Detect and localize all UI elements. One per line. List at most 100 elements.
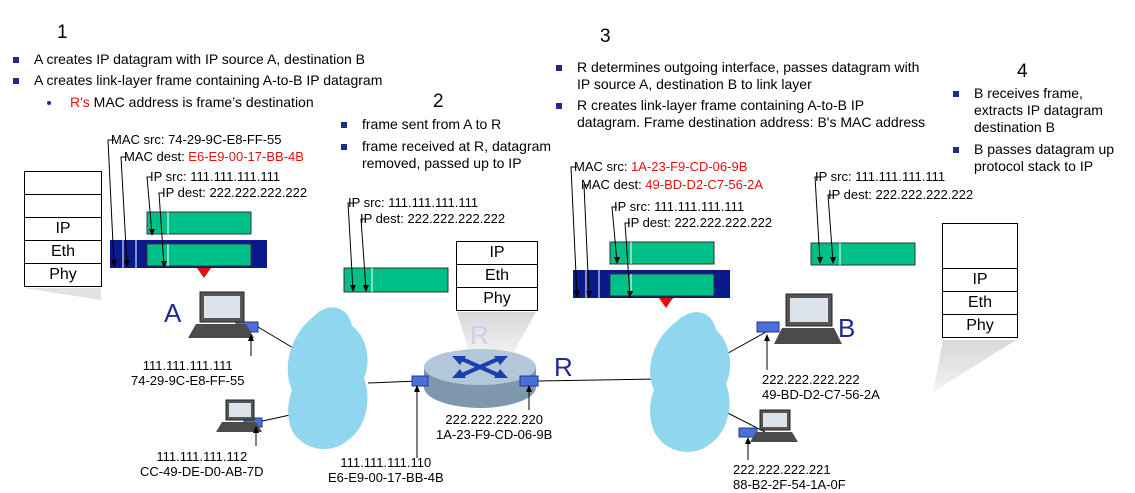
ip-address: 111.111.111.110 — [340, 455, 432, 470]
mac-address: 74-29-9C-E8-FF-55 — [131, 373, 245, 388]
stack-layer-eth: Eth — [25, 241, 101, 264]
ip-address: 222.222.222.221 — [733, 462, 831, 477]
protocol-stack-b: IP Eth Phy — [942, 223, 1018, 338]
step-3-bullet-1a: R determines outgoing interface, passes … — [577, 59, 920, 75]
computer-b — [774, 293, 842, 344]
router-ghost-label: R — [470, 320, 489, 350]
frame-4 — [810, 242, 916, 266]
step-3-bullet-2a: R creates link-layer frame containing A-… — [577, 97, 865, 113]
step-1-number: 1 — [57, 22, 68, 43]
protocol-stack-r: IP Eth Phy — [456, 241, 538, 311]
mac-src-label: MAC src: — [574, 159, 632, 174]
ip-address: 111.111.111.112 — [156, 449, 248, 464]
computer-a — [188, 291, 254, 338]
frame-4-ip-dest: IP dest: 222.222.222.222 — [828, 187, 974, 202]
frame-1-mac-dest: MAC dest: E6-E9-00-17-BB-4B — [124, 149, 304, 164]
sub-bullet-icon — [47, 101, 51, 105]
frame-1 — [110, 211, 267, 278]
stack-layer-transport — [25, 195, 101, 218]
mac-src-value: 1A-23-F9-CD-06-9B — [631, 159, 748, 174]
stack-layer-phy: Phy — [966, 317, 994, 334]
bullet-icon — [341, 122, 347, 128]
stack-layer-app — [25, 172, 101, 195]
node-a-label: A — [164, 298, 182, 328]
mac-dest-label: MAC dest: — [581, 177, 646, 192]
step-4-bullet-1c: destination B — [974, 119, 1055, 135]
mac-address: 1A-23-F9-CD-06-9B — [436, 427, 553, 442]
step-2-bullet-2b: removed, passed up to IP — [362, 155, 522, 171]
bullet-icon — [953, 147, 959, 153]
stack-layer-upper — [943, 224, 1017, 269]
ip-address: 222.222.222.222 — [762, 372, 860, 387]
frame-3-mac-src: MAC src: 1A-23-F9-CD-06-9B — [574, 159, 747, 174]
protocol-stack-a: IP Eth Phy — [24, 171, 102, 287]
router-left-address: 111.111.111.110 E6-E9-00-17-BB-4B — [328, 455, 444, 485]
step-4-bullet-2a: B passes datagram up — [974, 141, 1115, 157]
step-1-sub-bullet: R's MAC address is frame’s destination — [70, 94, 314, 111]
ip-address: 222.222.222.220 — [445, 412, 543, 427]
stack-layer-eth: Eth — [943, 292, 1017, 315]
stack-a-shadow — [24, 288, 101, 300]
step-4-number: 4 — [1017, 61, 1028, 82]
bullet-icon — [556, 103, 562, 109]
mac-address: CC-49-DE-D0-AB-7D — [140, 464, 264, 479]
stack-layer-ip: IP — [943, 269, 1017, 292]
step-3-bullet-2b: datagram. Frame destination address: B's… — [577, 114, 926, 130]
frame-3-ip-src: IP src: 111.111.111.111 — [614, 199, 745, 214]
host-221-address: 222.222.222.221 88-B2-2F-54-1A-0F — [733, 462, 846, 492]
stack-layer-ip: IP — [25, 218, 101, 241]
bullet-icon — [341, 144, 347, 150]
step-4-bullet-2b: protocol stack to IP — [974, 158, 1094, 174]
step-3-number: 3 — [600, 26, 611, 47]
bullet-icon — [953, 91, 959, 97]
node-b-label: B — [838, 313, 856, 343]
router-r-label: R — [554, 352, 573, 382]
step-3-bullet-1b: IP source A, destination B to link layer — [577, 76, 812, 92]
step-2-bullet-1: frame sent from A to R — [362, 116, 502, 132]
frame-1-ip-src: IP src: 111.111.111.111 — [150, 169, 281, 184]
step-4-bullet-1b: extracts IP datagram — [974, 102, 1103, 118]
stack-layer-phy: Phy — [49, 266, 77, 283]
stack-b-shadow — [933, 340, 1016, 392]
pointer-lines — [107, 139, 834, 460]
frame-4-ip-src: IP src: 111.111.111.111 — [815, 169, 946, 184]
step-2-bullet-2a: frame received at R, datagram — [362, 138, 552, 154]
router-right-address: 222.222.222.220 1A-23-F9-CD-06-9B — [436, 412, 552, 442]
computer-host-221 — [750, 409, 798, 442]
frame-3 — [573, 241, 730, 308]
frame-1-mac-src: MAC src: 74-29-9C-E8-FF-55 — [111, 132, 282, 147]
mac-dest-label: MAC dest: — [124, 149, 189, 164]
ip-address: 111.111.111.111 — [142, 358, 233, 373]
mac-dest-value: E6-E9-00-17-BB-4B — [188, 149, 304, 164]
mac-address: E6-E9-00-17-BB-4B — [328, 470, 444, 485]
host-112-address: 111.111.111.112 CC-49-DE-D0-AB-7D — [140, 449, 264, 479]
bullet-icon — [556, 65, 562, 71]
stack-r-shadow — [457, 312, 536, 355]
router-r — [424, 349, 536, 408]
stack-layer-eth: Eth — [457, 265, 537, 288]
frame-3-ip-dest: IP dest: 222.222.222.222 — [627, 215, 773, 230]
step-4-bullet-1a: B receives frame, — [974, 85, 1083, 101]
subnet-cloud-right — [650, 312, 731, 452]
computer-host-112 — [216, 399, 262, 432]
host-b-address: 222.222.222.222 49-BD-D2-C7-56-2A — [762, 372, 880, 402]
bullet-icon — [13, 78, 19, 84]
subnet-cloud-left — [287, 307, 368, 449]
host-a-address: 111.111.111.111 74-29-9C-E8-FF-55 — [131, 358, 244, 388]
router-mac-ref: R's — [70, 94, 90, 110]
mac-src-label: MAC src: — [111, 132, 169, 147]
mac-dest-value: 49-BD-D2-C7-56-2A — [645, 177, 764, 192]
step-1-sub-bullet-text: MAC address is frame’s destination — [89, 94, 314, 110]
mac-src-value: 74-29-9C-E8-FF-55 — [168, 132, 282, 147]
frame-2 — [343, 267, 449, 293]
step-1-bullet-1: A creates IP datagram with IP source A, … — [34, 51, 366, 67]
frame-2-ip-src: IP src: 111.111.111.111 — [348, 195, 479, 210]
stack-layer-phy: Phy — [483, 290, 511, 307]
step-1-bullet-2: A creates link-layer frame containing A-… — [34, 72, 383, 88]
mac-address: 49-BD-D2-C7-56-2A — [762, 387, 880, 402]
step-2-number: 2 — [433, 91, 444, 112]
mac-address: 88-B2-2F-54-1A-0F — [733, 477, 846, 492]
stack-layer-ip: IP — [457, 242, 537, 265]
frame-1-ip-dest: IP dest: 222.222.222.222 — [162, 185, 308, 200]
